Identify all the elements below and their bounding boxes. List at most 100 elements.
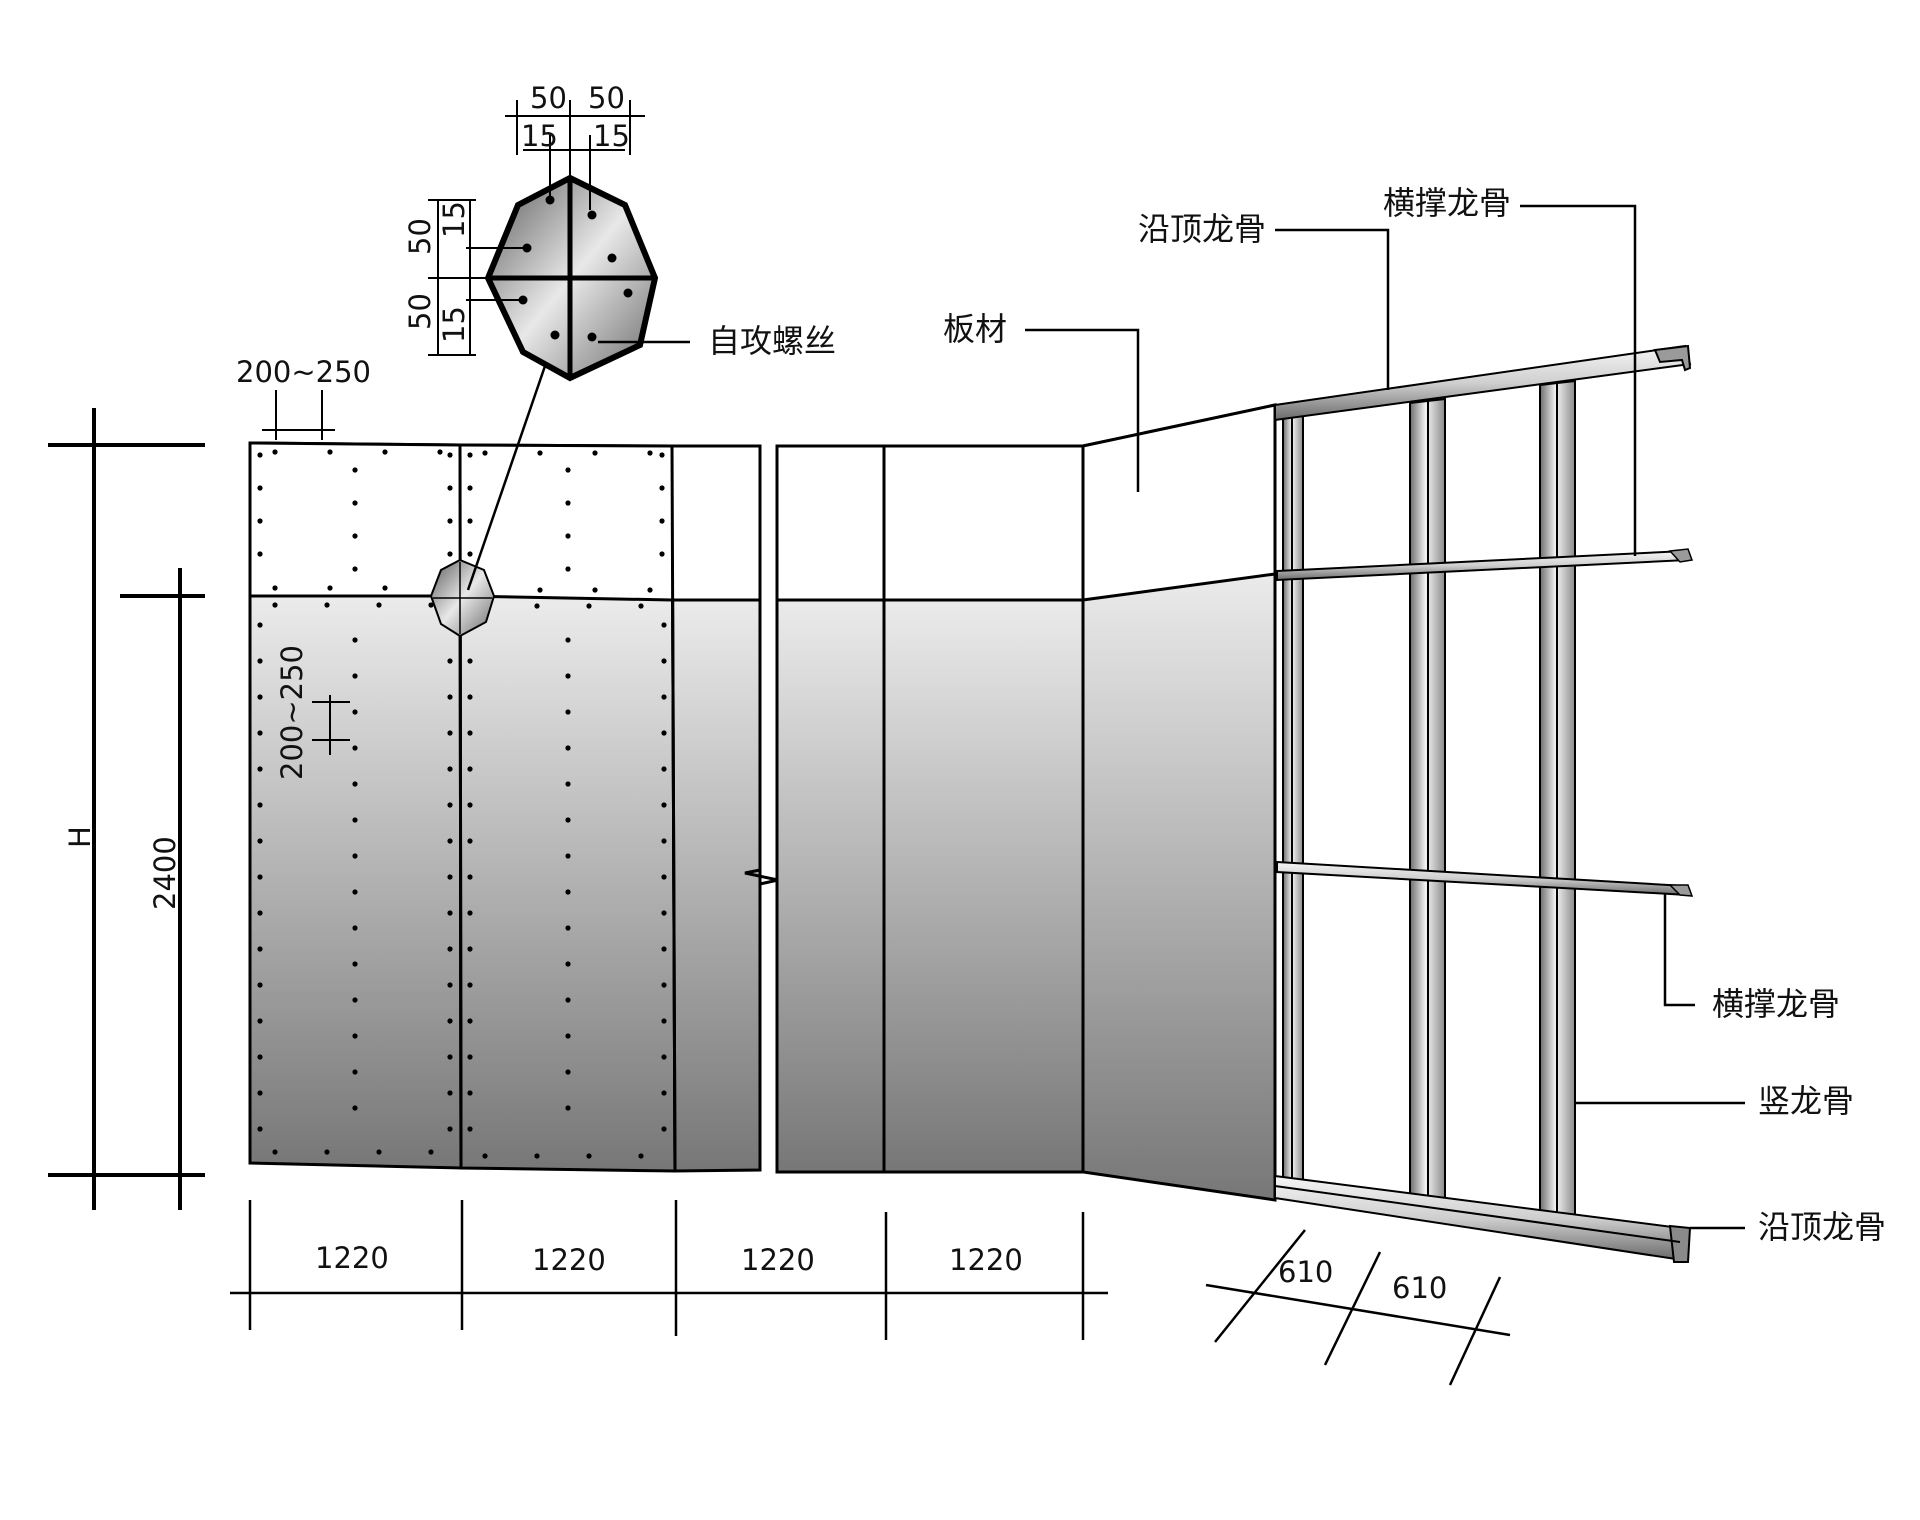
screw-dot <box>352 1069 358 1075</box>
screw-dot <box>565 961 571 967</box>
screw-dot <box>447 766 453 772</box>
screw-dot <box>659 452 665 458</box>
screw-dot <box>467 874 473 880</box>
screw-dot <box>352 533 358 539</box>
detail-leader-line <box>466 365 547 591</box>
screw-dot <box>565 997 571 1003</box>
detail-top-dim-2: 50 <box>588 81 625 115</box>
screw-dot <box>661 982 667 988</box>
label-cross-stud-upper: 横撑龙骨 <box>1383 184 1511 222</box>
screw-dot <box>661 730 667 736</box>
label-top-track-lower: 沿顶龙骨 <box>1758 1208 1886 1246</box>
screw-dot <box>467 910 473 916</box>
screw-dot <box>257 1090 263 1096</box>
screw-dot <box>467 452 473 458</box>
screw-dot <box>352 637 358 643</box>
screw-dot <box>661 1054 667 1060</box>
screw-dot <box>592 450 598 456</box>
screw-dot <box>382 585 388 591</box>
screw-dot <box>565 467 571 473</box>
screw-dot <box>257 910 263 916</box>
detail-top-dim-1: 50 <box>530 81 567 115</box>
screw-dot <box>565 853 571 859</box>
screw-dot <box>352 1033 358 1039</box>
screw-dot <box>324 1149 330 1155</box>
screw-dot <box>447 1018 453 1024</box>
screw-dot <box>272 585 278 591</box>
screw-dot <box>647 587 653 593</box>
screw-dot <box>257 1054 263 1060</box>
detail-top-subdim-2: 15 <box>593 119 630 153</box>
screw-dot <box>447 551 453 557</box>
screw-dot <box>467 838 473 844</box>
detail-side-dim-2: 50 <box>403 293 437 330</box>
steel-frame <box>1274 344 1694 1263</box>
screw-dot <box>447 518 453 524</box>
screw-dot <box>467 802 473 808</box>
screw-dot <box>352 997 358 1003</box>
screw-dot <box>352 673 358 679</box>
screw-dot <box>257 551 263 557</box>
label-cross-stud-lower: 横撑龙骨 <box>1712 985 1840 1023</box>
board-width-4: 1220 <box>949 1243 1023 1277</box>
cross-stud-upper <box>1276 549 1690 582</box>
detail-side-subdim-1: 15 <box>437 201 471 238</box>
screw-dot <box>257 452 263 458</box>
screw-spacing-side-label: 200~250 <box>275 645 309 780</box>
screw-dot <box>661 838 667 844</box>
screw-dot <box>638 603 644 609</box>
screw-dot <box>661 874 667 880</box>
screw-dot <box>592 587 598 593</box>
upper-course-1-2 <box>251 444 760 600</box>
screw-dot <box>447 730 453 736</box>
screw-dot <box>352 853 358 859</box>
screw-dot <box>467 1090 473 1096</box>
bottom-track <box>1274 1174 1684 1262</box>
screw-dot <box>447 658 453 664</box>
screw-dot <box>565 925 571 931</box>
label-top-track-upper: 沿顶龙骨 <box>1138 210 1266 248</box>
label-board: 板材 <box>943 310 1007 348</box>
screw-dot <box>447 874 453 880</box>
screw-dot <box>428 1149 434 1155</box>
board-height-dim-label: 2400 <box>148 836 182 910</box>
board-width-2: 1220 <box>532 1243 606 1277</box>
screw-dot <box>447 452 453 458</box>
callouts: 板材 沿顶龙骨 横撑龙骨 横撑龙骨 竖龙骨 沿顶龙骨 <box>943 184 1886 1246</box>
screw-dot <box>534 1153 540 1159</box>
screw-dot <box>352 889 358 895</box>
screw-dot <box>257 946 263 952</box>
screw-dot <box>661 694 667 700</box>
screw-dot <box>352 745 358 751</box>
screw-dot <box>467 518 473 524</box>
screw-dot <box>659 485 665 491</box>
stud-spacing-1: 610 <box>1278 1255 1333 1289</box>
break-line-left <box>744 446 779 1170</box>
screw-dot <box>272 602 278 608</box>
screw-dot <box>257 982 263 988</box>
screw-dot <box>565 1105 571 1111</box>
screw-dot <box>272 1149 278 1155</box>
screw-dot <box>327 449 333 455</box>
screw-dot <box>661 802 667 808</box>
screw-dot <box>467 1054 473 1060</box>
screw-label: 自攻螺丝 <box>708 322 836 360</box>
screw-dot <box>257 1018 263 1024</box>
screw-dot <box>447 946 453 952</box>
upper-course-5 <box>1084 406 1274 598</box>
label-vertical-stud: 竖龙骨 <box>1758 1082 1854 1120</box>
screw-spacing-top-label: 200~250 <box>236 355 371 389</box>
screw-dot <box>661 910 667 916</box>
screw-dot <box>257 766 263 772</box>
screw-dot <box>467 551 473 557</box>
screw-dot <box>257 874 263 880</box>
screw-dot <box>482 450 488 456</box>
screw-dot <box>638 1153 644 1159</box>
screw-dot <box>467 946 473 952</box>
screw-dot <box>447 694 453 700</box>
screw-dot <box>257 730 263 736</box>
screw-dot <box>661 946 667 952</box>
screw-dot <box>467 982 473 988</box>
